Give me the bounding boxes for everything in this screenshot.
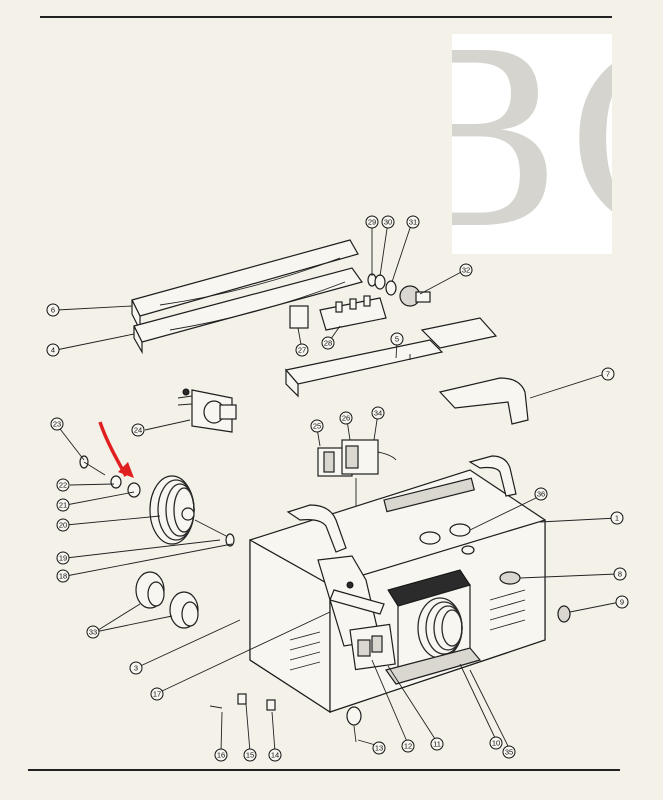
front-panel-strip bbox=[284, 317, 498, 398]
svg-text:21: 21 bbox=[59, 501, 67, 510]
knob-assembly bbox=[367, 273, 431, 307]
callout-18: 18 bbox=[56, 569, 70, 583]
callout-9: 9 bbox=[615, 595, 629, 609]
terminal-block bbox=[289, 295, 387, 331]
svg-text:18: 18 bbox=[59, 572, 67, 581]
svg-text:30: 30 bbox=[384, 218, 392, 227]
callout-6: 6 bbox=[46, 303, 60, 317]
callout-17: 17 bbox=[150, 687, 164, 701]
callout-20: 20 bbox=[56, 518, 70, 532]
callout-5: 5 bbox=[390, 332, 404, 346]
callout-29: 29 bbox=[365, 215, 379, 229]
housing-handle-front bbox=[286, 504, 347, 553]
callout-12: 12 bbox=[401, 739, 415, 753]
svg-text:26: 26 bbox=[342, 414, 350, 423]
callout-21: 21 bbox=[56, 498, 70, 512]
highlight-arrow bbox=[98, 421, 134, 478]
wire-spool bbox=[149, 475, 235, 547]
callout-23: 23 bbox=[50, 417, 64, 431]
callout-19: 19 bbox=[56, 551, 70, 565]
svg-text:15: 15 bbox=[246, 751, 254, 760]
callout-28: 28 bbox=[321, 336, 335, 350]
svg-text:11: 11 bbox=[433, 740, 441, 749]
callout-36: 36 bbox=[534, 487, 548, 501]
transformer bbox=[385, 569, 482, 685]
svg-text:28: 28 bbox=[324, 339, 332, 348]
svg-text:36: 36 bbox=[537, 490, 545, 499]
svg-text:24: 24 bbox=[134, 426, 142, 435]
svg-text:4: 4 bbox=[51, 346, 55, 355]
callout-31: 31 bbox=[406, 215, 420, 229]
control-board bbox=[349, 623, 396, 671]
svg-text:5: 5 bbox=[395, 335, 399, 344]
watermark-letters: BO bbox=[385, 2, 663, 282]
svg-text:20: 20 bbox=[59, 521, 67, 530]
svg-text:12: 12 bbox=[404, 742, 412, 751]
callout-3: 3 bbox=[129, 661, 143, 675]
svg-text:33: 33 bbox=[89, 628, 97, 637]
callout-8: 8 bbox=[613, 567, 627, 581]
callout-32: 32 bbox=[459, 263, 473, 277]
fasteners bbox=[209, 693, 362, 743]
callout-30: 30 bbox=[381, 215, 395, 229]
svg-text:6: 6 bbox=[51, 306, 55, 315]
callout-33: 33 bbox=[86, 625, 100, 639]
svg-text:23: 23 bbox=[53, 420, 61, 429]
svg-text:27: 27 bbox=[298, 346, 306, 355]
callout-22: 22 bbox=[56, 478, 70, 492]
svg-text:16: 16 bbox=[217, 751, 225, 760]
housing-handle-rear bbox=[468, 455, 517, 497]
svg-text:14: 14 bbox=[271, 751, 279, 760]
svg-text:25: 25 bbox=[313, 422, 321, 431]
spool-adapter-rings bbox=[135, 571, 199, 629]
svg-text:22: 22 bbox=[59, 481, 67, 490]
svg-text:7: 7 bbox=[606, 370, 610, 379]
internal-bracket bbox=[317, 555, 385, 647]
brand-watermark-logo: BO bbox=[385, 2, 663, 282]
spool-hub bbox=[79, 455, 141, 498]
svg-text:32: 32 bbox=[462, 266, 470, 275]
contactor-module bbox=[317, 439, 397, 560]
svg-text:8: 8 bbox=[618, 570, 622, 579]
callout-15: 15 bbox=[243, 748, 257, 762]
svg-text:3: 3 bbox=[134, 664, 138, 673]
svg-text:29: 29 bbox=[368, 218, 376, 227]
callout-24: 24 bbox=[131, 423, 145, 437]
svg-text:9: 9 bbox=[620, 598, 624, 607]
svg-text:1: 1 bbox=[615, 514, 619, 523]
svg-text:35: 35 bbox=[505, 748, 513, 757]
callout-25: 25 bbox=[310, 419, 324, 433]
callout-1: 1 bbox=[610, 511, 624, 525]
callout-34: 34 bbox=[371, 406, 385, 420]
callout-11: 11 bbox=[430, 737, 444, 751]
callout-27: 27 bbox=[295, 343, 309, 357]
callout-14: 14 bbox=[268, 748, 282, 762]
svg-text:19: 19 bbox=[59, 554, 67, 563]
wire-feed-bracket bbox=[177, 388, 237, 433]
svg-text:13: 13 bbox=[375, 744, 383, 753]
part-callouts: 1 3 4 5 6 7 8 9 10 11 12 13 14 15 16 17 … bbox=[46, 215, 629, 762]
svg-text:10: 10 bbox=[492, 739, 500, 748]
callout-16: 16 bbox=[214, 748, 228, 762]
callout-13: 13 bbox=[372, 741, 386, 755]
callout-4: 4 bbox=[46, 343, 60, 357]
svg-text:17: 17 bbox=[153, 690, 161, 699]
svg-text:34: 34 bbox=[374, 409, 382, 418]
callout-7: 7 bbox=[601, 367, 615, 381]
svg-text:31: 31 bbox=[409, 218, 417, 227]
handle bbox=[438, 377, 529, 425]
callout-35: 35 bbox=[502, 745, 516, 759]
callout-10: 10 bbox=[489, 736, 503, 750]
cover-panel-upper bbox=[131, 239, 359, 331]
callout-26: 26 bbox=[339, 411, 353, 425]
